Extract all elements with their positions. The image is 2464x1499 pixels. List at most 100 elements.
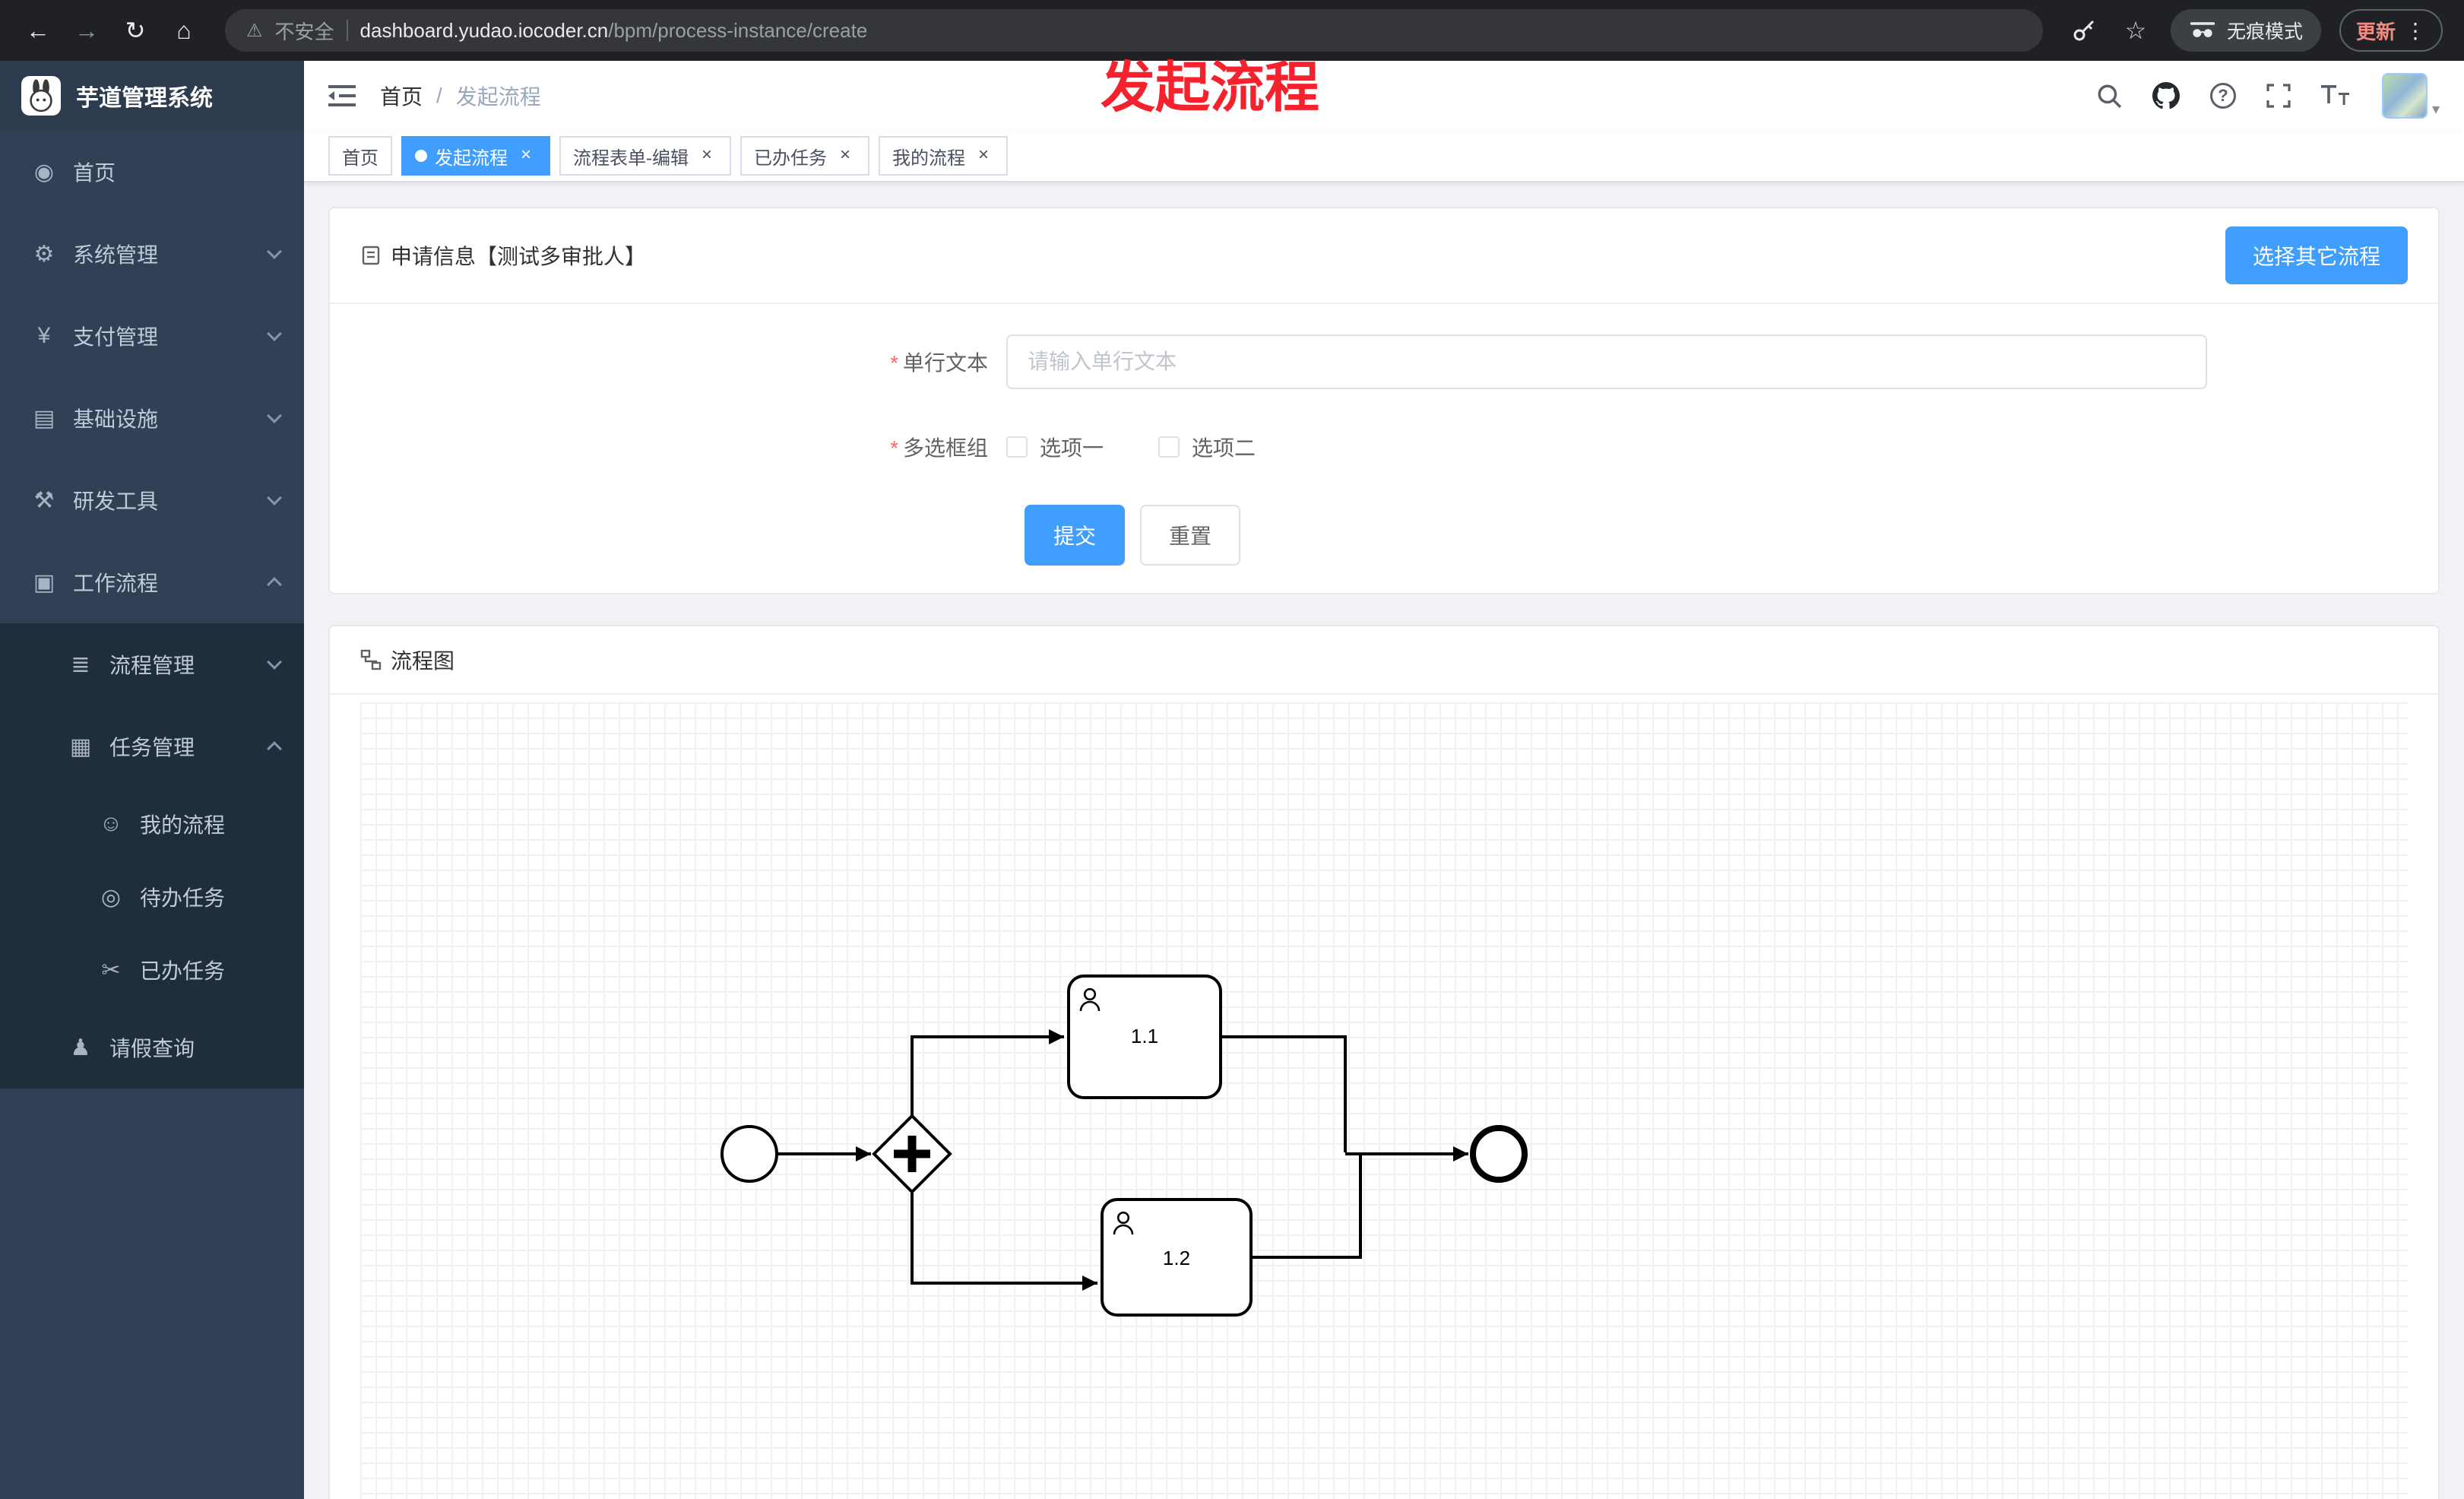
tab-my-processes[interactable]: 我的流程 × — [879, 136, 1008, 176]
sidebar-item-label: 请假查询 — [109, 1037, 195, 1060]
close-icon[interactable]: × — [977, 144, 989, 165]
search-icon[interactable] — [2096, 83, 2122, 109]
submit-button[interactable]: 提交 — [1025, 505, 1126, 566]
breadcrumb-home[interactable]: 首页 — [380, 85, 423, 109]
app-shell: 芋道管理系统 ◉ 首页 ⚙ 系统管理 ¥ 支付管理 ▤ 基础设施 — [0, 61, 2464, 1499]
tab-label: 我的流程 — [892, 147, 965, 169]
url-host: dashboard.yudao.iocoder.cn — [359, 18, 609, 42]
tab-label: 发起流程 — [435, 147, 508, 169]
close-icon[interactable]: × — [520, 144, 531, 165]
close-icon[interactable]: × — [839, 144, 850, 165]
logo-rabbit-icon — [21, 76, 61, 116]
checkbox-option-2[interactable]: 选项二 — [1158, 432, 1256, 462]
chevron-down-icon — [267, 654, 282, 670]
browser-home-button[interactable]: ⌂ — [176, 16, 192, 44]
tab-label: 流程表单-编辑 — [573, 147, 689, 169]
sidebar-item-label: 系统管理 — [73, 243, 159, 267]
checkbox-option-1[interactable]: 选项一 — [1006, 432, 1104, 462]
sidebar-item-my-processes[interactable]: ☺ 我的流程 — [0, 788, 304, 860]
update-label: 更新 — [2355, 20, 2396, 43]
browser-back-button[interactable]: ← — [26, 16, 50, 44]
workflow-icon: ▣ — [33, 569, 55, 595]
bookmark-star-icon[interactable]: ☆ — [2124, 17, 2147, 44]
avatar — [2381, 73, 2428, 119]
process-list-icon: ≣ — [71, 651, 90, 677]
font-size-icon[interactable] — [2320, 85, 2352, 106]
tab-process-form-edit[interactable]: 流程表单-编辑 × — [559, 136, 731, 176]
sidebar-item-label: 已办任务 — [140, 959, 226, 983]
main-column: 首页 / 发起流程 ? — [304, 61, 2464, 1499]
task-label: 1.2 — [1163, 1247, 1190, 1269]
sidebar-item-process-management[interactable]: ≣ 流程管理 — [0, 623, 304, 705]
process-diagram-card: 流程图 — [328, 625, 2440, 1499]
checkbox-label: 选项二 — [1192, 436, 1256, 460]
sidebar-item-system-management[interactable]: ⚙ 系统管理 — [0, 213, 304, 295]
active-tab-dot — [415, 150, 427, 162]
sidebar-item-workflow[interactable]: ▣ 工作流程 — [0, 541, 304, 623]
sidebar-item-payment-management[interactable]: ¥ 支付管理 — [0, 295, 304, 377]
yen-icon: ¥ — [37, 323, 51, 348]
sidebar-collapse-icon[interactable] — [328, 84, 356, 107]
checkbox-icon[interactable] — [1158, 436, 1180, 458]
chrome-update-button[interactable]: 更新 ⋮ — [2339, 9, 2443, 52]
sidebar-item-done-tasks[interactable]: ✂ 已办任务 — [0, 933, 304, 1006]
card-title: 流程图 — [360, 645, 454, 675]
browser-forward-button[interactable]: → — [74, 16, 99, 44]
page-annotation: 发起流程 — [1101, 58, 1320, 119]
required-asterisk: * — [890, 436, 898, 460]
bpmn-canvas: 1.1 1.2 — [360, 702, 2408, 1499]
tools-icon: ⚒ — [33, 487, 55, 513]
chevron-down-icon — [267, 326, 282, 341]
sidebar-item-todo-tasks[interactable]: ◎ 待办任务 — [0, 860, 304, 933]
sidebar-item-label: 研发工具 — [73, 490, 159, 513]
user-avatar-menu[interactable]: ▾ — [2381, 73, 2440, 119]
app-logo: 芋道管理系统 — [0, 61, 304, 131]
breadcrumb-separator: / — [436, 84, 442, 107]
sidebar-item-label: 首页 — [73, 161, 116, 185]
help-icon[interactable]: ? — [2209, 83, 2236, 109]
browser-reload-button[interactable]: ↻ — [125, 17, 146, 44]
person-icon: ♟ — [70, 1035, 91, 1060]
checkbox-icon[interactable] — [1006, 436, 1028, 458]
flow-task2-out — [1251, 1155, 1362, 1259]
card-header: 申请信息【测试多审批人】 选择其它流程 — [330, 208, 2438, 304]
sidebar-item-label: 流程管理 — [109, 654, 195, 677]
eye-icon: ◎ — [100, 884, 122, 910]
address-bar[interactable]: ⚠ 不安全 dashboard.yudao.iocoder.cn/bpm/pro… — [225, 9, 2043, 52]
chevron-up-icon — [267, 577, 282, 592]
card-header: 流程图 — [330, 626, 2438, 695]
chevron-down-icon — [267, 244, 282, 259]
field-label: *单行文本 — [330, 347, 1006, 377]
reset-button[interactable]: 重置 — [1140, 505, 1241, 566]
process-diagram-title: 流程图 — [391, 649, 455, 673]
tab-done-tasks[interactable]: 已办任务 × — [740, 136, 869, 176]
top-navbar: 首页 / 发起流程 ? — [304, 61, 2464, 131]
dashboard-icon: ◉ — [33, 159, 55, 185]
sidebar-item-leave-query[interactable]: ♟ 请假查询 — [0, 1006, 304, 1089]
sidebar-item-task-management[interactable]: ▦ 任务管理 — [0, 705, 304, 788]
close-icon[interactable]: × — [701, 144, 712, 165]
gear-icon: ⚙ — [33, 241, 55, 267]
breadcrumb: 首页 / 发起流程 — [380, 81, 541, 111]
start-event — [721, 1125, 778, 1183]
password-key-icon[interactable] — [2067, 14, 2101, 47]
chevron-up-icon — [267, 741, 282, 756]
text-field-label: 单行文本 — [902, 351, 988, 375]
fullscreen-icon[interactable] — [2266, 84, 2291, 108]
flow-chart-icon — [360, 649, 382, 670]
browser-menu-icon[interactable]: ⋮ — [2405, 18, 2426, 43]
checkbox-field-row: *多选框组 选项一 选项二 — [330, 420, 2438, 474]
sidebar-item-infrastructure[interactable]: ▤ 基础设施 — [0, 377, 304, 459]
browser-chrome: ← → ↻ ⌂ ⚠ 不安全 dashboard.yudao.iocoder.cn… — [0, 0, 2464, 61]
sidebar-item-dev-tools[interactable]: ⚒ 研发工具 — [0, 459, 304, 541]
tab-initiate-process[interactable]: 发起流程 × — [401, 136, 550, 176]
required-asterisk: * — [890, 351, 898, 375]
github-icon[interactable] — [2152, 82, 2180, 109]
sidebar-item-home[interactable]: ◉ 首页 — [0, 131, 304, 213]
url-path: /bpm/process-instance/create — [608, 18, 868, 42]
single-line-text-input[interactable] — [1006, 334, 2207, 389]
tab-home[interactable]: 首页 — [328, 136, 392, 176]
sidebar: 芋道管理系统 ◉ 首页 ⚙ 系统管理 ¥ 支付管理 ▤ 基础设施 — [0, 61, 304, 1499]
choose-other-process-button[interactable]: 选择其它流程 — [2225, 227, 2408, 284]
flow-task1-out — [1221, 1035, 1347, 1152]
